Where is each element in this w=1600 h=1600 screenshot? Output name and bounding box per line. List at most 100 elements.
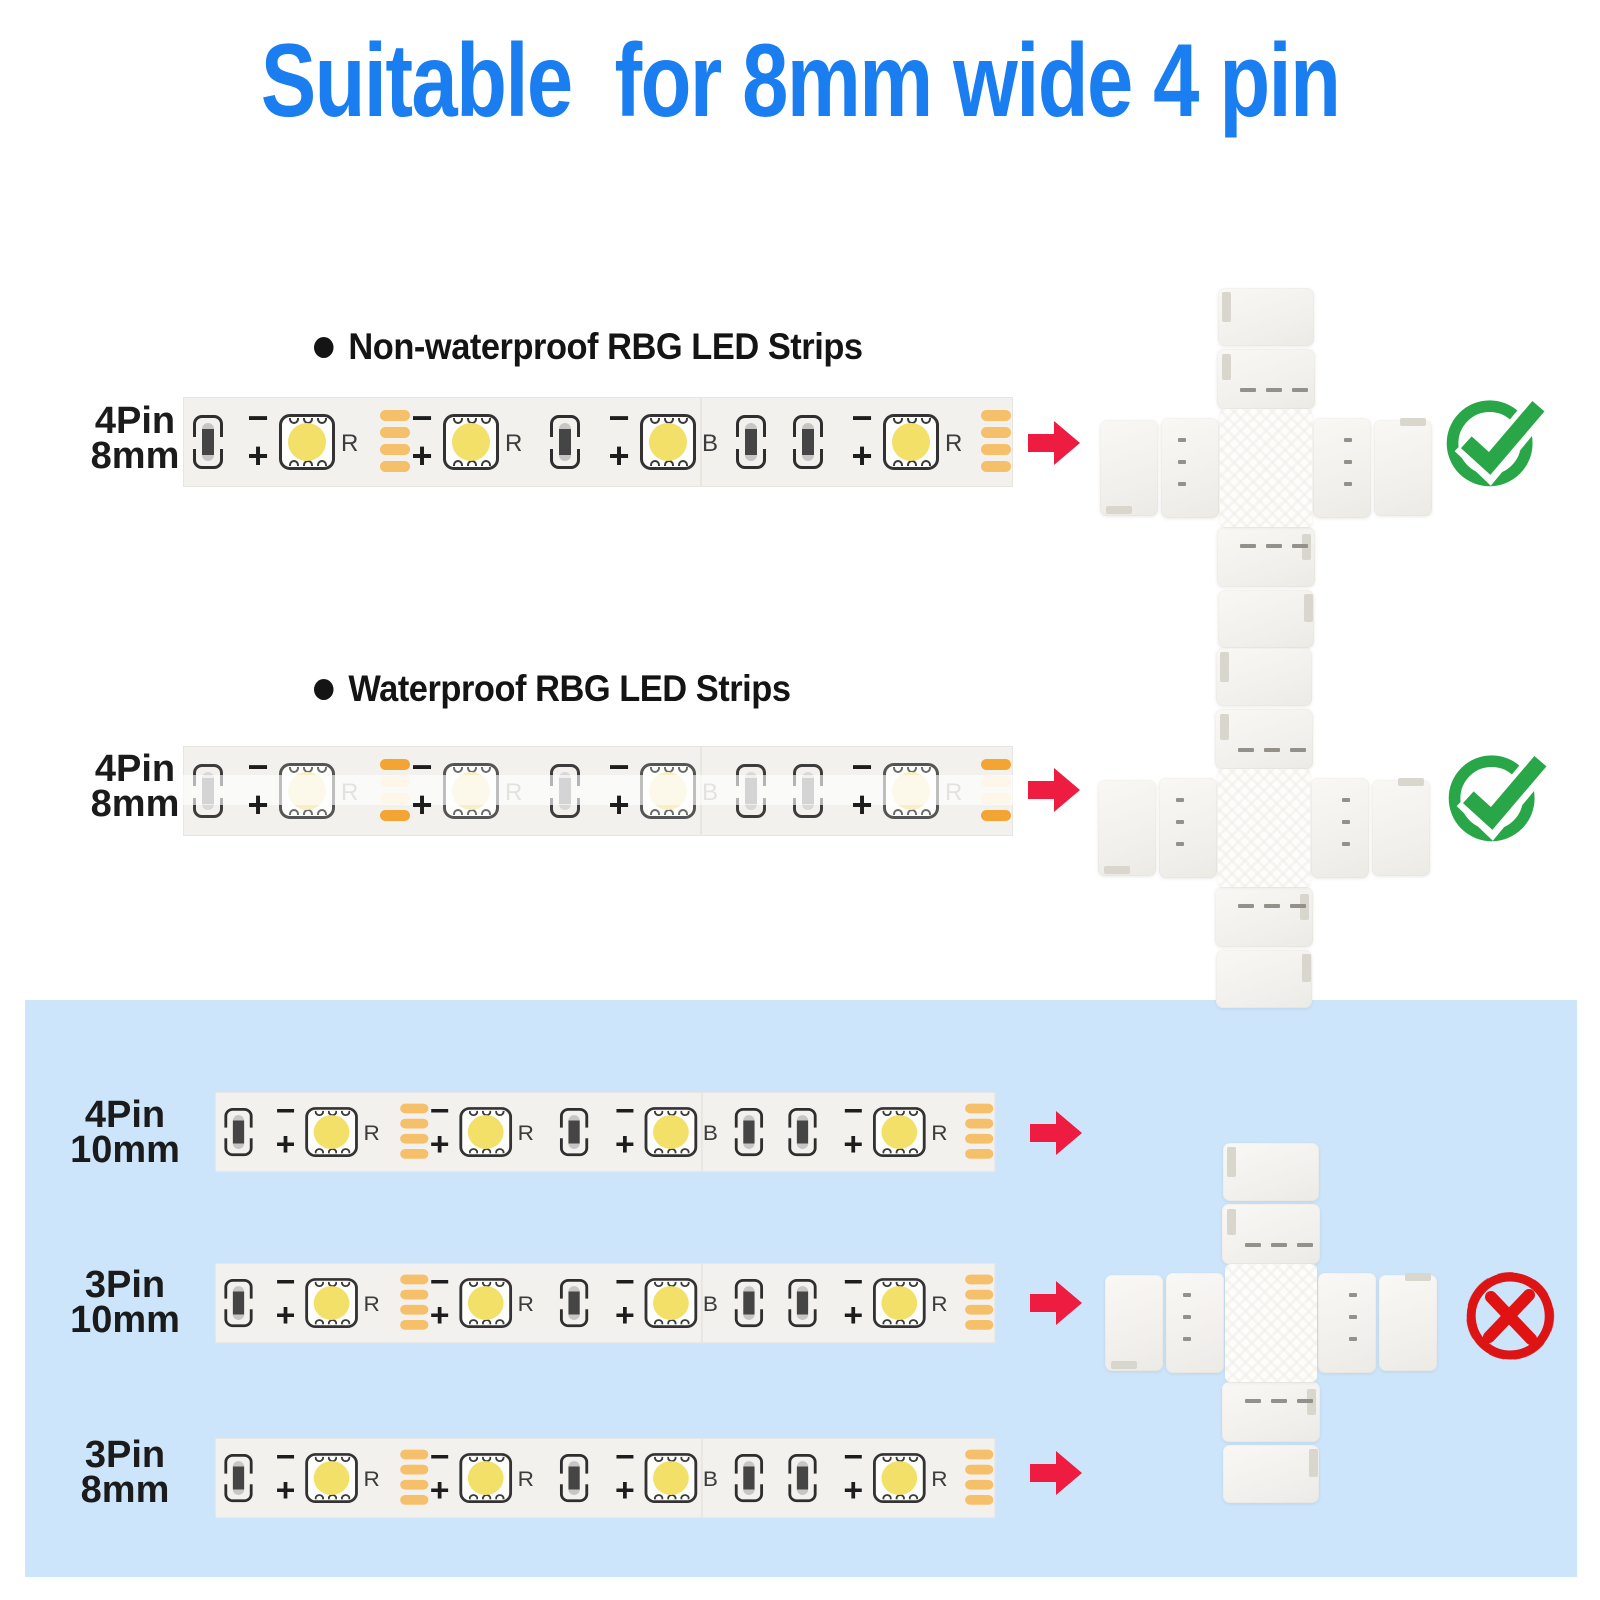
strip-width: 10mm bbox=[70, 1299, 180, 1341]
plus-sign: + bbox=[429, 1471, 450, 1509]
led-solder-scallop bbox=[481, 1148, 492, 1154]
resistor-notch bbox=[787, 1473, 795, 1485]
resistor-notch bbox=[810, 1298, 818, 1310]
resistor-body bbox=[802, 423, 814, 461]
minus-sign: − bbox=[411, 746, 433, 787]
resistor bbox=[792, 415, 824, 469]
led-solder-scallop bbox=[314, 1110, 325, 1117]
solder-pad-bar bbox=[965, 1133, 994, 1144]
red-arrow-icon bbox=[1030, 1111, 1082, 1155]
led-letter: R bbox=[505, 779, 523, 806]
led-solder-scallop bbox=[664, 460, 674, 466]
connector-contact-mark bbox=[1292, 544, 1308, 548]
minus-sign: − bbox=[608, 397, 630, 438]
plus-sign: + bbox=[843, 1125, 864, 1163]
connector-contact-mark bbox=[1264, 748, 1280, 752]
led-solder-scallop bbox=[468, 1110, 479, 1117]
section-header-waterproof: Waterproof RBG LED Strips bbox=[314, 668, 791, 710]
led-solder-scallop bbox=[495, 1319, 505, 1325]
led-letter: R bbox=[363, 1292, 380, 1317]
plus-sign: + bbox=[275, 1125, 296, 1163]
resistor bbox=[559, 1108, 590, 1157]
led-chip bbox=[443, 414, 499, 470]
led-solder-scallop bbox=[882, 1456, 892, 1463]
led-circle bbox=[467, 1461, 504, 1495]
led-circle bbox=[653, 1115, 689, 1149]
connector-contact-mark bbox=[1297, 1243, 1313, 1247]
led-solder-scallop bbox=[314, 1148, 325, 1154]
led-chip bbox=[459, 1107, 513, 1157]
solder-pad-bar bbox=[380, 427, 410, 438]
led-circle bbox=[649, 772, 687, 810]
led-solder-scallop bbox=[495, 1494, 505, 1500]
solder-pad-bar bbox=[380, 810, 410, 821]
led-letter: R bbox=[931, 1121, 948, 1146]
resistor bbox=[559, 1454, 590, 1503]
connector-clip-tab bbox=[1400, 418, 1426, 426]
led-solder-scallop bbox=[453, 809, 463, 815]
resistor-notch bbox=[792, 786, 800, 798]
connector-contact-mark bbox=[1240, 388, 1256, 392]
resistor-notch bbox=[559, 1127, 567, 1139]
led-solder-scallop bbox=[340, 1494, 351, 1500]
led-solder-scallop bbox=[468, 1456, 479, 1463]
led-letter: B bbox=[702, 430, 719, 457]
connector-clip-tab bbox=[1227, 1209, 1236, 1235]
led-letter: B bbox=[702, 779, 719, 806]
led-solder-scallop bbox=[921, 460, 931, 466]
led-circle bbox=[649, 423, 687, 461]
red-arrow-icon bbox=[1030, 1451, 1082, 1495]
pin-count: 3Pin bbox=[84, 1264, 166, 1306]
solder-pad-bar bbox=[981, 759, 1011, 770]
minus-sign: − bbox=[851, 397, 873, 438]
led-chip bbox=[443, 763, 499, 819]
led-chip bbox=[640, 763, 696, 819]
pin-count: 4Pin bbox=[94, 400, 176, 442]
solder-pad-bar bbox=[400, 1133, 429, 1144]
connector-contact-mark bbox=[1266, 544, 1282, 548]
solder-pads bbox=[981, 410, 1011, 478]
solder-pad-bar bbox=[981, 444, 1011, 455]
led-solder-scallop bbox=[317, 809, 327, 815]
solder-pad-bar bbox=[380, 793, 410, 804]
connector-arm-block bbox=[1105, 1275, 1163, 1371]
resistor bbox=[787, 1108, 818, 1157]
resistor-notch bbox=[787, 1127, 795, 1139]
solder-pads bbox=[400, 1103, 429, 1165]
solder-pad-bar bbox=[400, 1118, 429, 1129]
connector-contact-mark bbox=[1349, 1337, 1357, 1341]
led-chip bbox=[279, 763, 335, 819]
connector-contact-mark bbox=[1183, 1293, 1191, 1297]
led-letter: R bbox=[931, 1467, 948, 1492]
solder-pad-bar bbox=[965, 1319, 994, 1330]
led-solder-scallop bbox=[314, 1494, 325, 1500]
led-chip bbox=[644, 1107, 698, 1157]
cross-connector bbox=[1098, 648, 1430, 1008]
led-chip bbox=[883, 414, 939, 470]
connector-arm-block bbox=[1216, 950, 1312, 1008]
solder-pads bbox=[400, 1274, 429, 1336]
resistor bbox=[792, 764, 824, 818]
led-circle bbox=[452, 423, 490, 461]
connector-contact-mark bbox=[1290, 748, 1306, 752]
connector-contact-mark bbox=[1245, 1399, 1261, 1403]
resistor-notch bbox=[816, 786, 824, 798]
pin-count: 4Pin bbox=[84, 1094, 166, 1136]
connector-arm-block bbox=[1216, 648, 1312, 706]
led-letter: R bbox=[517, 1121, 534, 1146]
solder-pad-bar bbox=[400, 1274, 429, 1285]
solder-pad-bar bbox=[965, 1464, 994, 1475]
led-letter: R bbox=[517, 1292, 534, 1317]
led-strip: −+R−+R−+B−+R bbox=[215, 1263, 996, 1344]
led-letter: R bbox=[931, 1292, 948, 1317]
connector-arm-block bbox=[1161, 418, 1219, 518]
led-solder-scallop bbox=[467, 809, 477, 815]
resistor bbox=[192, 415, 224, 469]
led-strip: −+R−+R−+B−+R bbox=[215, 1438, 996, 1519]
resistor-notch bbox=[756, 1473, 764, 1485]
resistor-notch bbox=[733, 1473, 742, 1485]
cross-icon bbox=[1466, 1271, 1555, 1360]
solder-pad-bar bbox=[380, 444, 410, 455]
led-solder-scallop bbox=[907, 460, 917, 466]
